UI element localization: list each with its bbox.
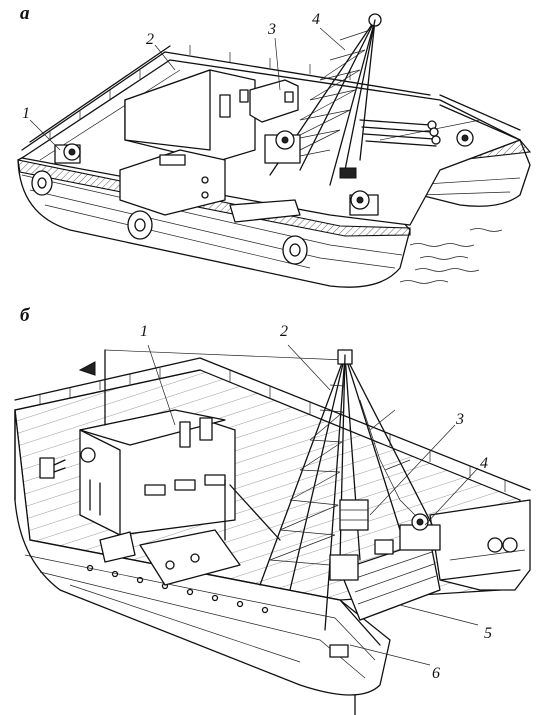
callout-a-4: 4 bbox=[312, 11, 320, 28]
portholes bbox=[86, 564, 269, 614]
callout-a-1: 1 bbox=[22, 105, 30, 122]
winch-bow-right bbox=[349, 190, 379, 216]
deck-hatch bbox=[229, 199, 301, 223]
small-cabin bbox=[249, 79, 299, 123]
panel-a: а 1 2 3 4 bbox=[0, 0, 550, 300]
lifebuoy bbox=[31, 170, 308, 265]
deck-hatch-b bbox=[99, 529, 241, 586]
catamaran-b-drawing bbox=[14, 344, 531, 715]
winch-bow-left bbox=[54, 143, 81, 164]
hull-left-b bbox=[14, 409, 391, 696]
mast bbox=[78, 349, 346, 426]
winch-mid bbox=[264, 130, 301, 164]
panel-b: б 1 2 3 4 5 6 bbox=[0, 300, 550, 715]
callout-a-3: 3 bbox=[268, 21, 276, 38]
winch-4 bbox=[399, 513, 441, 551]
callout-b-2: 2 bbox=[280, 323, 288, 340]
leader-lines-b bbox=[147, 344, 479, 666]
panel-letter-a: а bbox=[20, 3, 30, 24]
callout-b-3: 3 bbox=[456, 411, 464, 428]
callout-b-5: 5 bbox=[484, 625, 492, 642]
callout-b-6: 6 bbox=[432, 665, 440, 682]
winch-load-3 bbox=[339, 499, 369, 531]
bollard-right bbox=[487, 537, 518, 553]
callout-b-4: 4 bbox=[480, 455, 488, 472]
hull-right-b bbox=[429, 499, 531, 591]
winch-right-hull bbox=[456, 129, 474, 147]
pipe-stack bbox=[359, 119, 441, 147]
water-lines bbox=[399, 228, 503, 284]
callout-a-2: 2 bbox=[146, 31, 154, 48]
small-box-b bbox=[374, 539, 394, 555]
crane-a bbox=[269, 13, 382, 186]
stern-fitting bbox=[329, 644, 356, 715]
load-5 bbox=[329, 554, 359, 581]
callout-b-1: 1 bbox=[140, 323, 148, 340]
deckhouse bbox=[119, 69, 256, 216]
catamaran-a-drawing bbox=[17, 13, 532, 288]
leader-lines-a bbox=[29, 27, 346, 151]
winch-bow-left-b bbox=[39, 457, 66, 479]
panel-letter-b: б bbox=[20, 305, 30, 326]
wheelhouse bbox=[79, 409, 236, 536]
crane-b bbox=[224, 349, 441, 631]
